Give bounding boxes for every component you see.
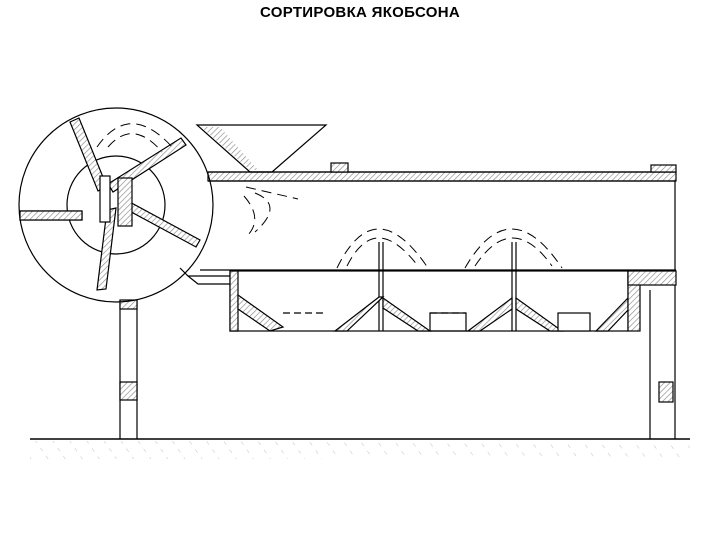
drum-casing (200, 162, 677, 271)
feed-hopper (195, 124, 328, 173)
dividers (378, 242, 517, 331)
fan-blades (19, 117, 201, 291)
ground (30, 438, 690, 459)
collection-bins (429, 312, 467, 332)
air-flow-arcs (96, 123, 563, 269)
diagram-title: СОРТИРОВКА ЯКОБСОНА (259, 4, 461, 21)
right-support-post (649, 170, 676, 439)
left-support-post (119, 299, 138, 439)
fan-housing (18, 107, 232, 303)
sorting-trough (229, 270, 677, 332)
